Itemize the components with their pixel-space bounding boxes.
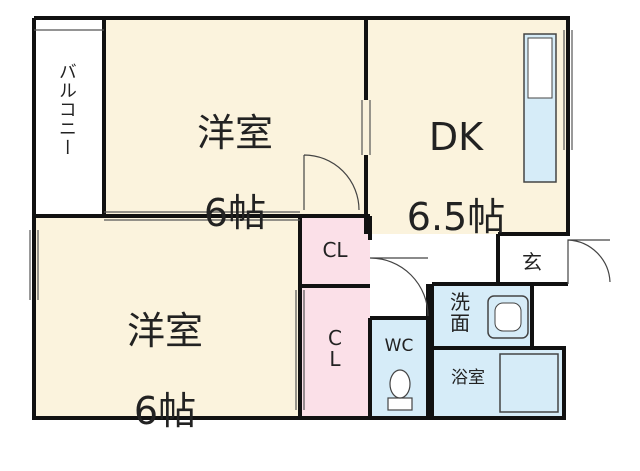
corridor-floor [370,234,428,318]
dk-size: 6.5帖 [406,194,506,239]
western-room-upper-size: 6帖 [203,190,267,235]
western-room-upper-name: 洋室 [196,110,273,155]
windows [29,29,573,410]
door-swings [303,154,611,317]
bathtub-icon [499,353,559,413]
closet-lower-label: C L [328,326,342,371]
western-room-upper-label: 洋室 6帖 [170,74,300,273]
bathroom-label: 浴室 [451,368,485,388]
balcony-label: バルコニー [55,62,77,157]
walls [32,16,570,420]
dk-label: DK 6.5帖 [386,78,526,277]
balcony-area [34,18,104,216]
closet-upper-label: CL [322,238,348,262]
entrance-floor [498,234,568,284]
wc-label: WC [384,336,414,356]
dk-name: DK [428,114,484,159]
toilet-icon [387,369,413,411]
western-room-upper-floor [104,18,366,216]
kitchen-counter [523,33,557,183]
western-room-lower-name: 洋室 [126,308,203,353]
hall-floor [300,216,370,286]
closet-lower-floor [300,286,370,416]
floor-plan [29,16,611,420]
western-room-lower-label: 洋室 6帖 [100,272,230,471]
washroom-label: 洗 面 [450,290,470,335]
western-room-lower-size: 6帖 [133,388,197,433]
washbasin-icon [487,295,529,339]
western-room-lower-floor [34,216,300,416]
entrance-label: 玄 [522,250,542,274]
